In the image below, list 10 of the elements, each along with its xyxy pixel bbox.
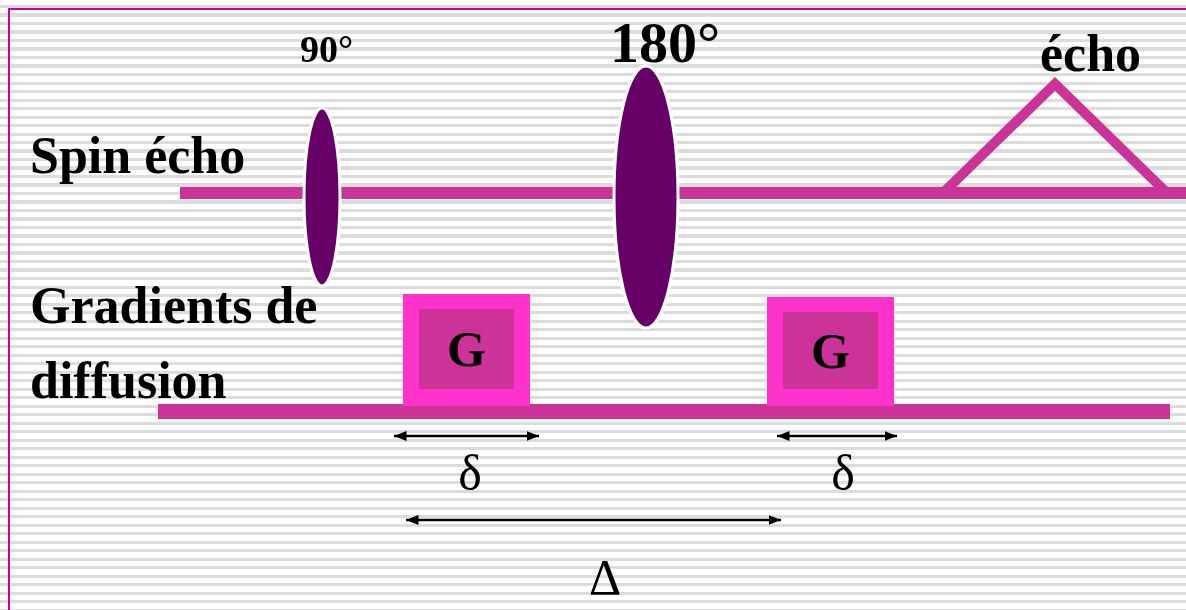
row-label: Spin écho xyxy=(30,130,246,182)
gradient-pulse-box: G xyxy=(403,294,530,406)
big-delta-label: Δ xyxy=(588,552,622,602)
delta-label: δ xyxy=(458,448,482,498)
pulse-angle-label: 180° xyxy=(610,14,721,72)
row-label: Gradients de diffusion xyxy=(30,276,319,412)
echo-label: écho xyxy=(1040,28,1142,80)
delta-label: δ xyxy=(831,448,855,498)
pulse-angle-label: 90° xyxy=(300,30,354,68)
gradient-pulse-box: G xyxy=(767,297,894,406)
